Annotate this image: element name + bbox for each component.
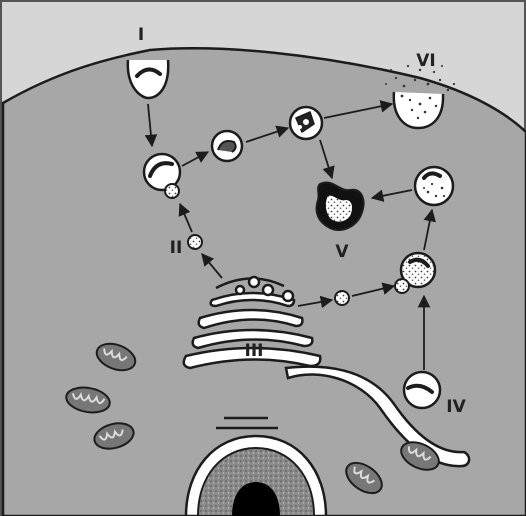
label-stage-3: III	[245, 341, 264, 361]
vesicle-stage-four	[404, 372, 440, 408]
transport-vesicle	[212, 131, 242, 161]
late-endosome	[290, 107, 322, 139]
secretory-vesicle-upper	[415, 167, 453, 205]
label-stage-5: V	[335, 242, 349, 262]
small-vesicle-golgi	[335, 291, 349, 305]
lysosome	[317, 182, 364, 230]
label-stage-4: IV	[446, 397, 466, 417]
label-stage-2: II	[170, 238, 183, 258]
label-stage-1: I	[138, 25, 144, 45]
label-stage-6: VI	[416, 51, 435, 71]
small-vesicle-two	[188, 235, 202, 249]
